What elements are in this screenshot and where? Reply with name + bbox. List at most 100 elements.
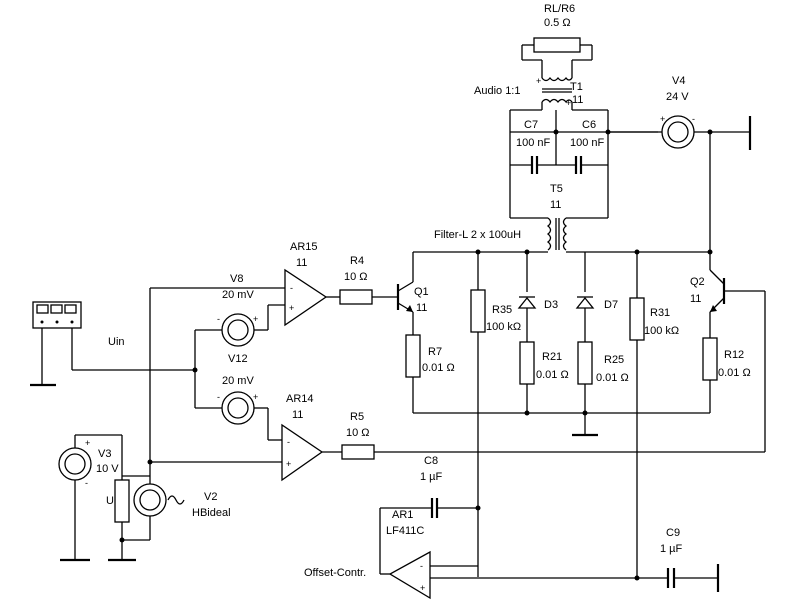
resistor-r5 xyxy=(341,444,375,460)
v12-name: V12 xyxy=(228,353,248,365)
opamp-ar14: - + xyxy=(281,423,324,482)
r25-value: 0.01 Ω xyxy=(596,372,629,384)
audio-transformer-t1: + + xyxy=(536,76,573,110)
c9-name: C9 xyxy=(666,527,680,539)
diode-d7 xyxy=(575,296,595,309)
q2-name: Q2 xyxy=(690,276,705,288)
svg-text:+: + xyxy=(253,314,258,324)
filter-label: Filter-L 2 x 100uH xyxy=(434,229,521,241)
c6-value: 100 nF xyxy=(570,137,605,149)
voltage-source-v4: + - xyxy=(608,114,752,150)
q1-name: Q1 xyxy=(414,286,429,298)
opamp-ar15: - + xyxy=(284,268,328,327)
q2-value: 11 xyxy=(690,293,701,305)
v3-name: V3 xyxy=(98,448,111,460)
ar1-value: LF411C xyxy=(386,525,424,537)
rl-name: RL/R6 xyxy=(544,3,575,15)
r31-value: 100 kΩ xyxy=(644,325,679,337)
c7-name: C7 xyxy=(524,119,538,131)
t1-name: T1 xyxy=(570,81,583,93)
r5-name: R5 xyxy=(350,411,364,423)
diode-d3 xyxy=(517,296,537,309)
r7-value: 0.01 Ω xyxy=(422,362,455,374)
t5-value: 11 xyxy=(550,199,561,211)
svg-text:-: - xyxy=(217,392,220,402)
ar15-value: 11 xyxy=(296,257,307,269)
opamp-ar1: - + xyxy=(388,550,431,600)
svg-text:+: + xyxy=(536,76,541,86)
ar1-name: AR1 xyxy=(392,509,413,521)
v4-name: V4 xyxy=(672,75,685,87)
r7-name: R7 xyxy=(428,346,442,358)
capacitor-c6 xyxy=(574,156,583,174)
c8-name: C8 xyxy=(424,455,438,467)
t1-value: 11 xyxy=(572,94,583,106)
transistor-q1 xyxy=(396,281,414,313)
resistor-r25 xyxy=(577,341,593,385)
voltage-source-v8: - + xyxy=(217,313,258,347)
resistor-r12 xyxy=(702,337,718,381)
d3-name: D3 xyxy=(544,299,558,311)
c8-value: 1 µF xyxy=(420,471,443,483)
resistor-r21 xyxy=(519,341,535,385)
svg-text:+: + xyxy=(289,303,294,313)
v8-name: V8 xyxy=(230,273,243,285)
capacitor-c9 xyxy=(666,568,676,588)
svg-text:+: + xyxy=(85,438,90,448)
uin-meter xyxy=(30,301,195,387)
resistor-r35 xyxy=(470,289,486,333)
r12-name: R12 xyxy=(724,349,744,361)
resistor-r31 xyxy=(629,297,645,341)
uin-label: Uin xyxy=(108,336,125,348)
ar15-name: AR15 xyxy=(290,241,318,253)
r31-name: R31 xyxy=(650,307,670,319)
v8-value: 20 mV xyxy=(222,289,254,301)
c6-name: C6 xyxy=(582,119,596,131)
transistor-q2 xyxy=(709,269,726,313)
u-measurement xyxy=(114,479,130,523)
d7-name: D7 xyxy=(604,299,618,311)
r21-value: 0.01 Ω xyxy=(536,369,569,381)
svg-text:-: - xyxy=(85,478,88,488)
filter-transformer-t5 xyxy=(546,217,568,251)
resistor-r4 xyxy=(339,289,373,305)
v2-name: V2 xyxy=(204,491,217,503)
c9-value: 1 µF xyxy=(660,543,683,555)
r4-value: 10 Ω xyxy=(344,271,368,283)
resistor-r7 xyxy=(405,334,421,378)
capacitor-c8 xyxy=(430,498,439,518)
r5-value: 10 Ω xyxy=(346,427,370,439)
r35-name: R35 xyxy=(492,304,512,316)
r35-value: 100 kΩ xyxy=(486,321,521,333)
svg-text:-: - xyxy=(290,283,293,293)
q1-value: 11 xyxy=(416,302,427,314)
voltage-source-v3: + - xyxy=(58,438,92,488)
v12-value: 20 mV xyxy=(222,375,254,387)
svg-text:-: - xyxy=(692,114,695,124)
signal-source-v2 xyxy=(133,483,185,517)
r12-value: 0.01 Ω xyxy=(718,367,751,379)
offset-label: Offset-Contr. xyxy=(304,567,366,579)
svg-text:+: + xyxy=(566,98,571,108)
voltage-source-v12: - + xyxy=(217,391,258,425)
v2-value: HBideal xyxy=(192,507,231,519)
load-resistor-rl-r6 xyxy=(521,37,593,78)
capacitor-c7 xyxy=(530,156,539,174)
svg-text:-: - xyxy=(217,314,220,324)
t5-name: T5 xyxy=(550,183,563,195)
v4-value: 24 V xyxy=(666,91,689,103)
svg-text:+: + xyxy=(420,583,425,593)
u-label: U xyxy=(106,495,114,507)
ar14-name: AR14 xyxy=(286,393,314,405)
v3-value: 10 V xyxy=(96,463,119,475)
r4-name: R4 xyxy=(350,255,364,267)
svg-text:-: - xyxy=(420,561,423,571)
ar14-value: 11 xyxy=(292,409,303,421)
rl-value: 0.5 Ω xyxy=(544,17,571,29)
svg-text:+: + xyxy=(253,392,258,402)
svg-text:+: + xyxy=(660,114,665,124)
t1-label: Audio 1:1 xyxy=(474,85,520,97)
r21-name: R21 xyxy=(542,351,562,363)
svg-text:-: - xyxy=(287,437,290,447)
